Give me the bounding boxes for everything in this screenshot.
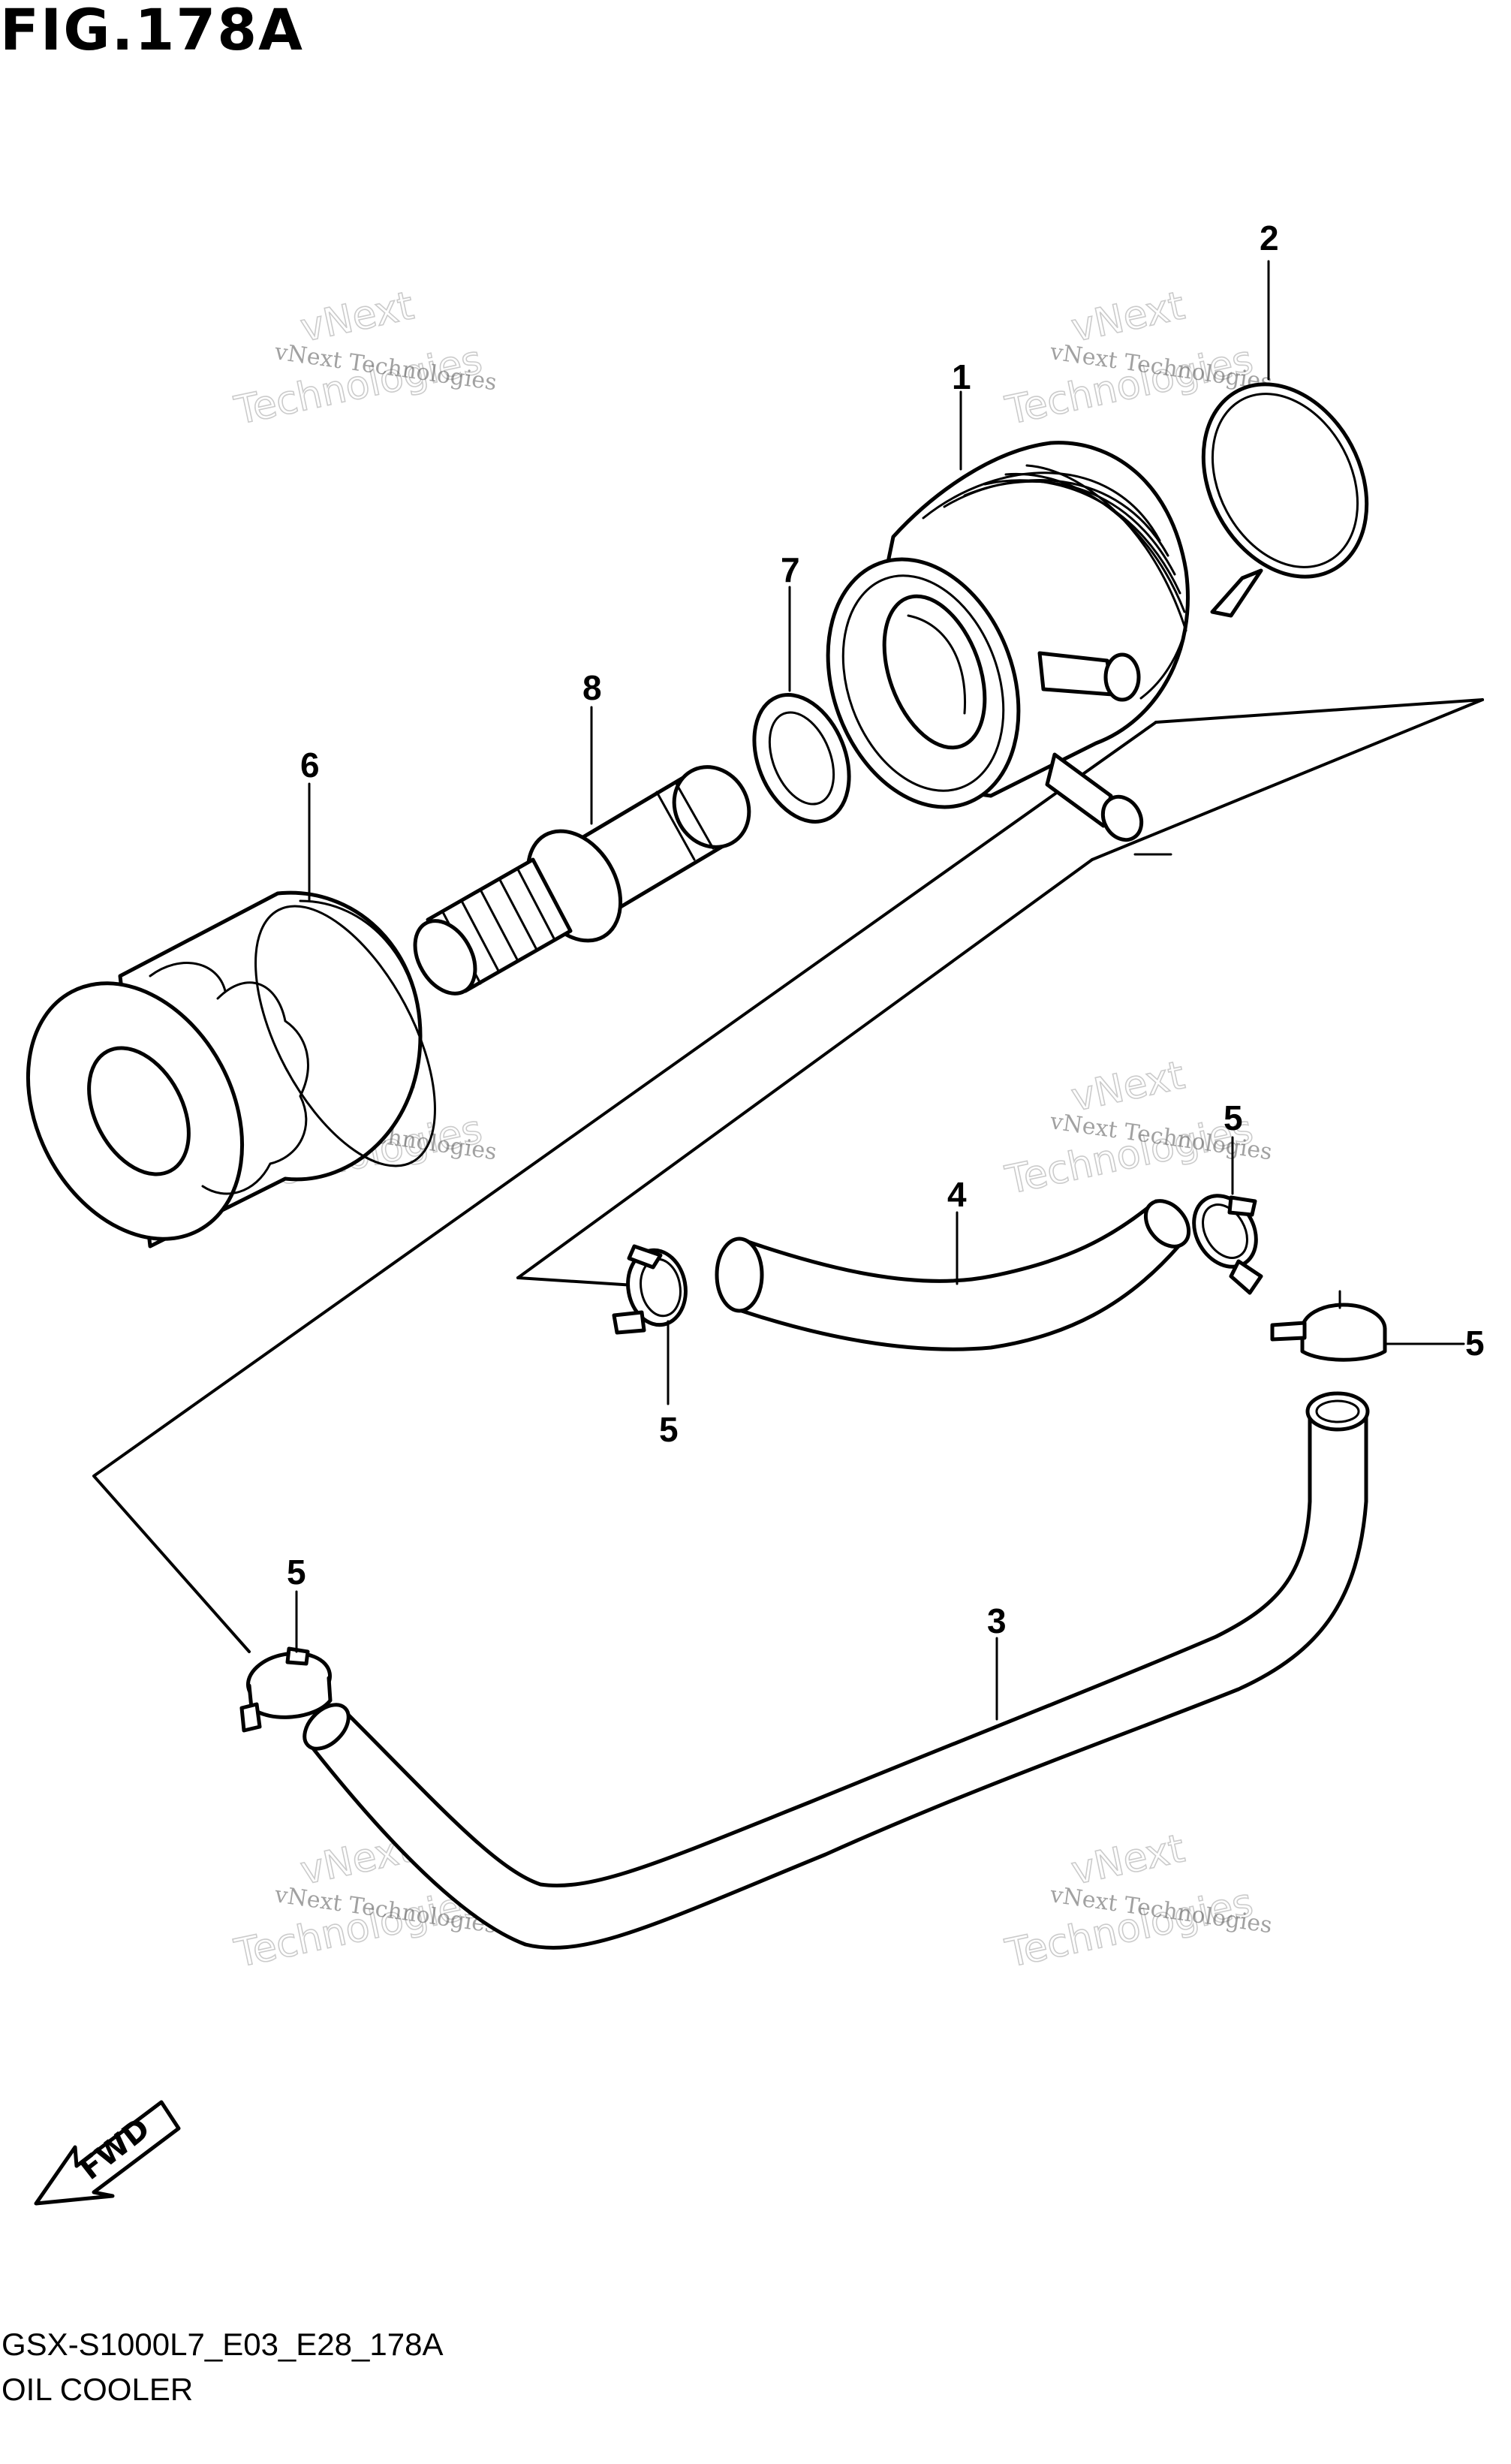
figure-title: FIG.178A (0, 0, 304, 63)
callout-5-top-right: 5 (1224, 1098, 1243, 1137)
callout-6: 6 (300, 746, 320, 785)
fwd-arrow-icon: FWD (34, 2100, 181, 2206)
o-ring-icon (1201, 382, 1369, 579)
callout-5-left: 5 (287, 1553, 306, 1592)
callout-7: 7 (781, 550, 800, 589)
callout-3: 3 (987, 1601, 1007, 1640)
hose-3-icon (303, 1391, 1370, 1950)
svg-text:vNext: vNext (1067, 1053, 1188, 1120)
leader-lines (295, 260, 1465, 1721)
callout-8: 8 (582, 668, 602, 707)
figure-name: OIL COOLER (2, 2372, 194, 2407)
svg-text:vNext: vNext (296, 283, 417, 351)
callout-5-middle: 5 (659, 1410, 679, 1449)
oil-cooler-icon (826, 441, 1263, 842)
svg-text:vNext: vNext (1067, 283, 1188, 351)
clamp-icon-a (612, 1244, 688, 1335)
callout-4: 4 (947, 1175, 967, 1214)
gasket-icon (752, 693, 851, 824)
callout-2: 2 (1260, 218, 1279, 258)
figure-code: GSX-S1000L7_E03_E28_178A (2, 2327, 444, 2362)
union-bolt-icon (413, 765, 751, 996)
assembly-outline (92, 698, 1484, 1653)
clamp-icon-b (1192, 1194, 1263, 1295)
watermark-top-left: vNext Technologies vNext Technologies (230, 283, 498, 435)
clamp-icon-d (239, 1646, 333, 1733)
oil-filter-icon (26, 890, 436, 1249)
clamp-icon-c (1270, 1290, 1387, 1362)
svg-text:vNext: vNext (1067, 1826, 1188, 1893)
hose-4-icon (715, 1199, 1191, 1351)
callout-5-right: 5 (1465, 1324, 1485, 1363)
callout-1: 1 (952, 357, 971, 396)
watermark-bottom-right: vNext Technologies vNext Technologies (1001, 1826, 1273, 1978)
